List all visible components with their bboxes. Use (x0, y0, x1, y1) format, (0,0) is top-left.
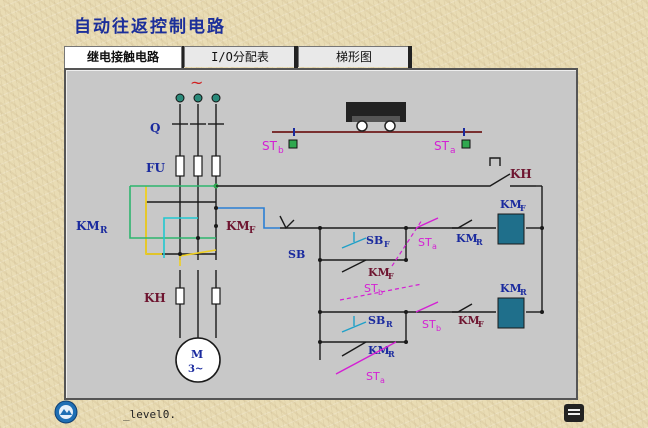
fuse-label: FU (146, 161, 166, 175)
limit-a-marker (461, 139, 471, 149)
rung1-limit-a-contact (415, 217, 439, 229)
rung2-interlock-label: KM (458, 314, 480, 327)
rung1-limit-b-subscript: b (378, 288, 383, 297)
navigation-button[interactable] (564, 404, 584, 422)
rung2-limit-b-label: ST (422, 318, 436, 331)
page-title: 自动往返控制电路 (74, 17, 226, 37)
green-highlight-wire (129, 186, 216, 239)
start-button-f-symbol (341, 232, 367, 249)
yellow-highlight-wire (145, 186, 162, 255)
coil-f-label: KM (500, 198, 522, 211)
rung2-interlock-contact (452, 303, 473, 313)
contactor-r-label: KM (76, 219, 100, 233)
tab-separator (408, 46, 412, 68)
menu-icon (568, 409, 580, 415)
coil-km-r (497, 297, 525, 329)
motor-label: M (191, 348, 203, 361)
rung1-limit-a-label: ST (418, 236, 432, 249)
stop-button-symbol (279, 215, 295, 230)
circuit-diagram: ~ Q FU KM R KM F KH M 3~ (76, 73, 544, 385)
coil-f-subscript: F (520, 203, 526, 213)
contactor-r-contacts (145, 201, 216, 255)
coil-km-f (497, 213, 525, 245)
tab-separator (294, 46, 298, 68)
hold-contact-f-label: KM (368, 266, 390, 279)
diagram-panel: ~ Q FU KM R KM F KH M 3~ (64, 68, 578, 400)
cyan-highlight-wire (163, 217, 198, 258)
control-overload-label: KH (510, 167, 532, 181)
limit-b-marker (288, 139, 298, 149)
tab-ladder-diagram[interactable]: 梯形图 (298, 46, 410, 67)
hold-contact-r-symbol (341, 341, 367, 357)
tab-relay-circuit[interactable]: 继电接触电路 (64, 46, 182, 68)
rung1-limit-b-label: ST (364, 282, 378, 295)
cart-icon (346, 102, 406, 132)
tab-separator (180, 46, 184, 68)
hold-contact-r-subscript: R (388, 349, 395, 359)
rung1-limit-a-subscript: a (432, 242, 437, 251)
school-logo-icon (54, 400, 78, 424)
rung1-interlock-subscript: R (476, 237, 483, 247)
fuse-symbols (175, 155, 221, 177)
limit-b-subscript: b (278, 146, 284, 156)
junction-dots (178, 206, 218, 256)
motor-phase-label: 3~ (188, 364, 203, 375)
rung2-limit-b-contact (415, 301, 439, 313)
rung2-limit-a-contact (335, 341, 397, 375)
stop-button-label: SB (288, 248, 305, 261)
hold-contact-f-symbol (341, 259, 367, 273)
rung2-limit-b-subscript: b (436, 324, 441, 333)
start-button-f-subscript: F (384, 239, 390, 249)
breaker-label: Q (150, 121, 160, 135)
start-button-f-label: SB (366, 234, 383, 247)
ac-terminals (175, 93, 221, 103)
tab-bar: 继电接触电路 I/O分配表 梯形图 (64, 46, 584, 68)
rung2-limit-a-label: ST (366, 370, 380, 383)
rung1-interlock-contact (452, 219, 473, 229)
rung2-limit-a-subscript: a (380, 376, 385, 385)
limit-b-label: ST (262, 139, 278, 153)
start-button-r-symbol (341, 316, 367, 333)
contactor-r-subscript: R (100, 226, 108, 236)
overload-label: KH (144, 291, 166, 305)
contactor-f-subscript: F (249, 226, 256, 236)
ac-symbol: ~ (190, 73, 203, 92)
overload-contact-symbol (486, 157, 536, 187)
main-circuit-wires (179, 104, 217, 338)
contactor-f-label: KM (226, 219, 250, 233)
tab-io-table[interactable]: I/O分配表 (184, 46, 296, 67)
limit-a-label: ST (434, 139, 450, 153)
limit-a-subscript: a (450, 146, 456, 156)
coil-r-subscript: R (520, 287, 527, 297)
control-junctions (318, 226, 544, 344)
footer-level-text: _level0. (123, 408, 176, 421)
hold-contact-f-subscript: F (388, 271, 394, 281)
motor-symbol (175, 337, 221, 383)
coil-r-label: KM (500, 282, 522, 295)
blue-highlight-wire (216, 207, 280, 229)
control-circuit-wires (216, 185, 543, 360)
start-button-r-label: SB (368, 314, 385, 327)
rung2-interlock-subscript: F (478, 319, 484, 329)
start-button-r-subscript: R (386, 319, 393, 329)
rung1-interlock-label: KM (456, 232, 478, 245)
overload-relay-symbol (175, 287, 221, 305)
limit-a-link-line (391, 219, 423, 267)
